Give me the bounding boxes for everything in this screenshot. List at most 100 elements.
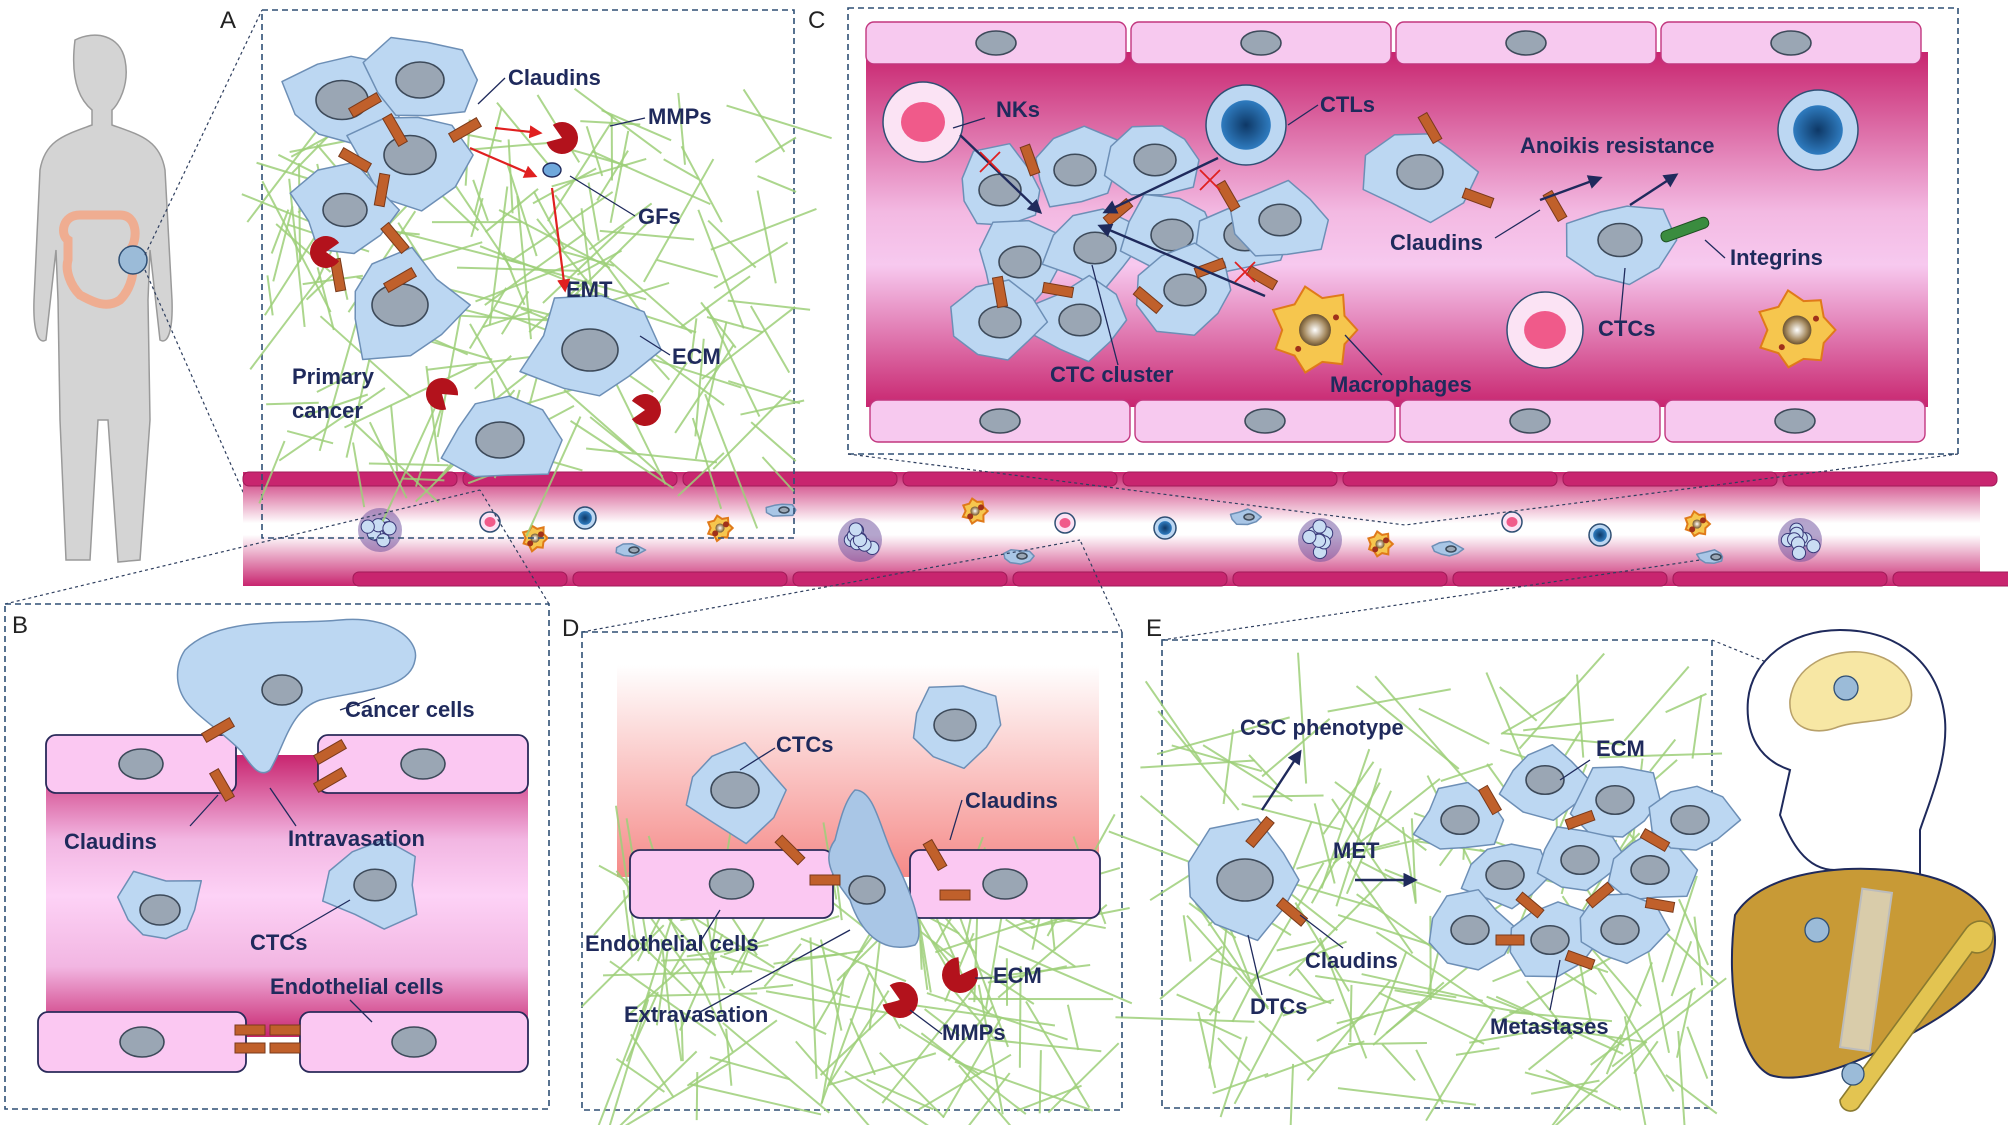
ecm-fiber	[1523, 718, 1615, 732]
cell-nucleus	[1774, 408, 1816, 434]
ecm-fiber	[1222, 729, 1235, 805]
ecm-fiber	[814, 930, 873, 1030]
ecm-fiber	[669, 939, 692, 976]
ecm-fiber	[1661, 875, 1698, 983]
ecm-fiber	[502, 252, 526, 306]
claudin-icon	[1245, 815, 1275, 849]
ecm-fiber	[688, 914, 775, 969]
label-ecm-d: ECM	[993, 963, 1042, 988]
ecm-fiber	[1139, 795, 1206, 852]
ecm-fiber	[415, 406, 443, 487]
panel-c: C NKs CTLs Anoikis resistance Claudins I…	[808, 7, 1959, 455]
ecm-fiber	[1208, 976, 1238, 1016]
cell-nucleus	[978, 173, 1022, 207]
ecm-fiber	[1306, 980, 1391, 1082]
ecm-fiber	[1047, 1042, 1120, 1114]
granule	[723, 521, 729, 528]
ecm-fiber	[742, 88, 786, 153]
mmp-icon	[882, 982, 918, 1018]
leader-line	[699, 909, 721, 943]
claudin-icon	[1639, 827, 1671, 853]
cell-nucleus	[1597, 222, 1643, 258]
leader-line	[1619, 267, 1626, 323]
ecm-fiber	[1327, 688, 1451, 713]
cell-nucleus	[1258, 203, 1302, 237]
ecm-fiber	[1499, 686, 1538, 722]
ecm-fiber	[691, 417, 723, 510]
cell-nucleus	[1710, 553, 1722, 561]
arrow	[1629, 173, 1679, 207]
ecm-fiber	[473, 107, 503, 216]
granule	[1333, 314, 1339, 321]
ecm-fiber	[1665, 1074, 1718, 1115]
ecm-fiber	[1691, 695, 1703, 759]
ecm-fiber	[1686, 1026, 1709, 1080]
cell-nucleus	[1560, 844, 1600, 876]
cell-nucleus	[118, 748, 164, 780]
cell-nucleus	[710, 771, 760, 809]
ecm-fiber	[1288, 878, 1385, 977]
claudin-icon	[1417, 111, 1443, 145]
ecm-fiber	[630, 1033, 675, 1098]
ecm-fiber	[1361, 973, 1484, 1002]
claudin-icon	[269, 1024, 301, 1036]
ecm-fiber	[433, 284, 567, 320]
ecm-fiber	[954, 1060, 1094, 1112]
mmp-icon	[310, 236, 340, 268]
ecm-fiber	[563, 388, 664, 478]
cell-nucleus	[353, 868, 397, 902]
ctl-nucleus	[1221, 100, 1271, 150]
ecm-fiber	[844, 1070, 929, 1125]
label-mmps-a: MMPs	[648, 104, 712, 129]
leader-line	[1559, 759, 1591, 781]
vessel-wall-segment	[1012, 571, 1228, 587]
cell-nucleus	[1440, 804, 1480, 836]
cell-nucleus	[1133, 143, 1177, 177]
ecm-fiber	[1440, 762, 1494, 783]
ecm-fiber	[689, 1082, 822, 1116]
ecm-fiber	[997, 904, 1108, 999]
label-primary: Primary	[292, 364, 375, 389]
claudin-icon	[1132, 285, 1164, 315]
arrow	[959, 134, 1043, 214]
ecm-fiber	[809, 937, 818, 1079]
ecm-fiber	[1524, 1071, 1598, 1093]
label-claudins-c: Claudins	[1390, 230, 1483, 255]
ctl-nucleus	[578, 511, 592, 525]
arrow	[1539, 175, 1603, 202]
granule	[1372, 546, 1379, 553]
ecm-fiber	[1597, 968, 1675, 1092]
cell-nucleus	[371, 283, 429, 327]
cell-nucleus	[1630, 854, 1670, 886]
ecm-fiber	[707, 219, 757, 269]
label-intravasation: Intravasation	[288, 826, 425, 851]
ecm-fiber	[1545, 1069, 1622, 1111]
claudin-icon	[380, 221, 410, 255]
ecm-fiber	[727, 380, 801, 405]
claudin-icon	[381, 112, 409, 148]
leader-line	[952, 117, 986, 129]
label-metastases: Metastases	[1490, 1014, 1609, 1039]
ecm-fiber	[1159, 945, 1224, 1000]
ecm-fiber	[1495, 995, 1624, 1055]
claudin-icon	[1215, 179, 1241, 213]
mmp-icon	[546, 121, 578, 154]
ecm-fiber	[609, 130, 630, 224]
ecm-fiber	[1670, 940, 1693, 997]
vessel-wall-segment	[1342, 471, 1558, 487]
cell-nucleus	[1670, 804, 1710, 836]
claudin-icon	[208, 767, 236, 803]
granule	[967, 513, 974, 520]
claudin-icon	[809, 874, 841, 886]
ecm-fiber	[614, 805, 638, 945]
label-ctc-cluster: CTC cluster	[1050, 362, 1174, 387]
ecm-fiber	[1248, 862, 1325, 989]
claudin-icon	[312, 738, 348, 766]
ecm-fiber	[1276, 940, 1317, 952]
ecm-fiber	[700, 301, 737, 349]
macrophage-nucleus	[715, 523, 725, 533]
ecm-fiber	[302, 393, 369, 418]
leader-line	[289, 899, 351, 936]
ecm-fiber	[525, 416, 582, 537]
ecm-fiber	[704, 393, 759, 529]
